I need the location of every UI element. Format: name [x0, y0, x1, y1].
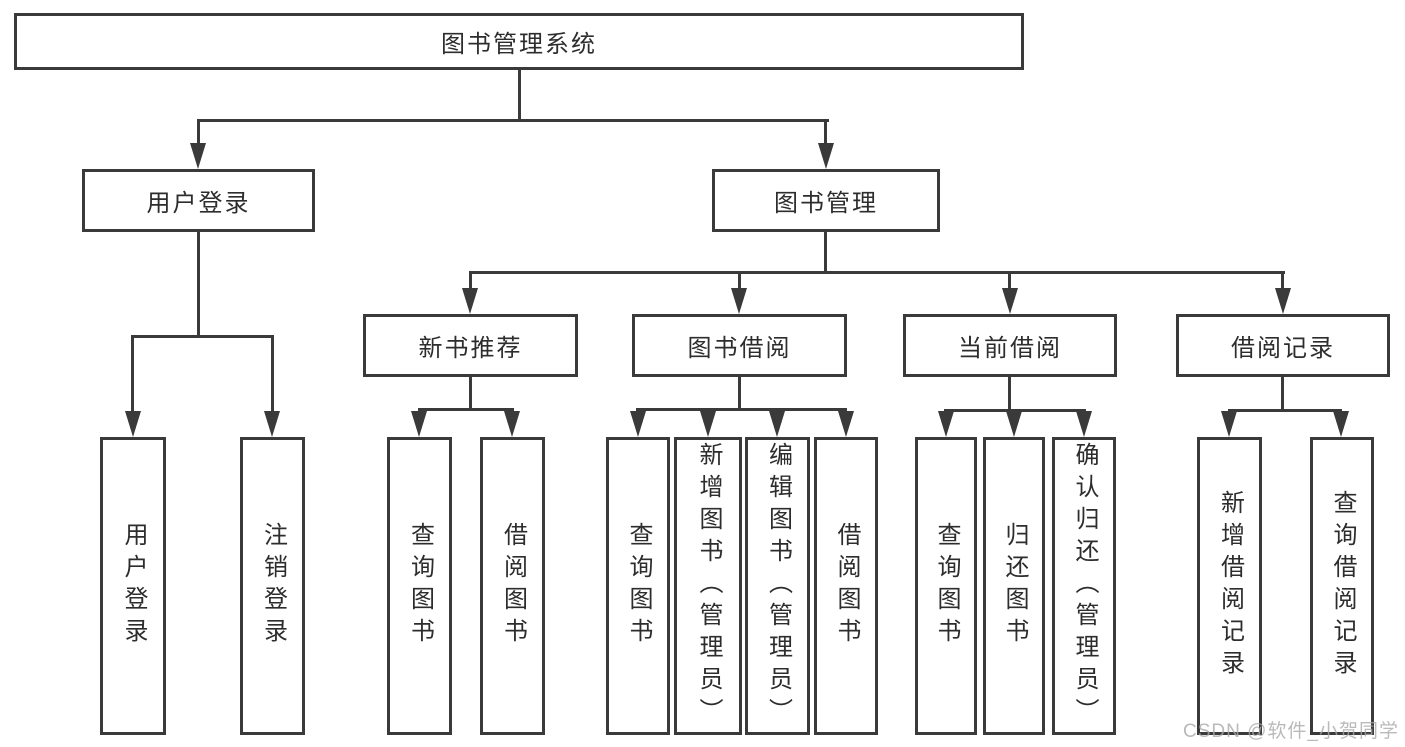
arrowhead-down: [769, 411, 785, 437]
node-return-books: 归还图书: [983, 437, 1045, 735]
connector-line: [469, 271, 472, 290]
node-search-borrow-record: 查询借阅记录: [1310, 437, 1374, 735]
node-user-login: 用户登录: [82, 169, 315, 232]
connector-line: [469, 377, 472, 410]
node-confirm-return-admin: 确认归还（管理员）: [1052, 437, 1116, 735]
connector-line: [1281, 377, 1284, 411]
connector-line: [1281, 271, 1284, 290]
arrowhead-down: [818, 143, 834, 169]
arrowhead-down: [1275, 288, 1291, 314]
connector-line: [197, 119, 200, 145]
arrowhead-down: [630, 411, 646, 437]
connector-line: [824, 119, 827, 145]
arrowhead-down: [125, 411, 141, 437]
node-borrowing-records: 借阅记录: [1176, 314, 1390, 377]
arrowhead-down: [411, 411, 427, 437]
node-book-management: 图书管理: [712, 169, 940, 232]
arrowhead-down: [504, 411, 520, 437]
arrowhead-down: [700, 411, 716, 437]
connector-line: [469, 271, 1285, 274]
node-add-books-admin: 新增图书（管理员）: [674, 437, 742, 735]
connector-line: [271, 335, 274, 413]
connector-line: [518, 70, 521, 119]
arrowhead-down: [1006, 411, 1022, 437]
arrowhead-down: [190, 143, 206, 169]
connector-line: [636, 408, 847, 411]
node-user-login-leaf: 用户登录: [100, 437, 166, 735]
node-add-borrow-record: 新增借阅记录: [1197, 437, 1262, 735]
node-book-borrowing: 图书借阅: [632, 314, 847, 377]
arrowhead-down: [1221, 411, 1237, 437]
node-borrow-books-recommend: 借阅图书: [480, 437, 545, 735]
node-search-books-recommend: 查询图书: [387, 437, 452, 735]
node-search-books-borrowing: 查询图书: [606, 437, 670, 735]
arrowhead-down: [1333, 411, 1349, 437]
connector-line: [1008, 271, 1011, 290]
connector-line: [824, 232, 827, 273]
arrowhead-down: [1076, 411, 1092, 437]
connector-line: [131, 335, 134, 413]
node-logout: 注销登录: [240, 437, 305, 735]
connector-line: [418, 408, 514, 411]
arrowhead-down: [462, 288, 478, 314]
connector-line: [197, 232, 200, 335]
arrowhead-down: [938, 411, 954, 437]
connector-line: [944, 409, 1086, 412]
connector-line: [1008, 377, 1011, 411]
node-new-book-recommendation: 新书推荐: [363, 314, 578, 377]
connector-line: [1228, 409, 1342, 412]
connector-line: [131, 335, 274, 338]
connector-line: [197, 119, 829, 122]
arrowhead-down: [838, 411, 854, 437]
arrowhead-down: [1002, 288, 1018, 314]
arrowhead-down: [264, 411, 280, 437]
node-borrow-books-borrowing: 借阅图书: [814, 437, 878, 735]
connector-line: [738, 271, 741, 290]
connector-line: [738, 377, 741, 410]
node-search-books-current: 查询图书: [915, 437, 977, 735]
arrowhead-down: [731, 288, 747, 314]
node-library-management-system: 图书管理系统: [14, 13, 1024, 70]
csdn-watermark: CSDN @软件_小贺同学: [1183, 721, 1399, 742]
node-current-borrowing: 当前借阅: [903, 314, 1117, 377]
node-edit-books-admin: 编辑图书（管理员）: [745, 437, 810, 735]
